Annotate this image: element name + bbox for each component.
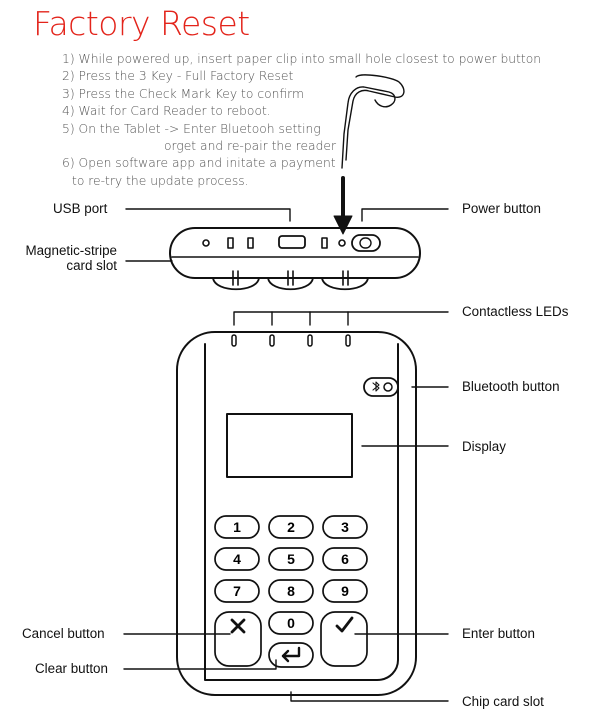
contactless-leds-label: Contactless LEDs [462,304,569,319]
key-1 [214,515,260,539]
key-8 [268,579,314,603]
key-4 [214,547,260,571]
contactless-led [231,334,237,347]
return-arrow-icon [281,646,301,663]
page-title: Factory Reset [33,4,250,43]
key-5 [268,547,314,571]
device-top-view [169,227,421,291]
key-label: 5 [287,551,295,567]
contactless-led [307,334,313,347]
key-label: 8 [287,583,295,599]
instruction-step: 2) Press the 3 Key - Full Factory Reset [62,69,294,84]
instruction-list: 1) While powered up, insert paper clip i… [62,51,541,190]
usb-port [278,235,306,249]
key-label: 9 [341,583,349,599]
bluetooth-button-label: Bluetooth button [462,379,560,394]
key-9 [322,579,368,603]
mag-stripe-label-line: card slot [66,258,117,273]
display-screen [226,413,353,478]
power-button-label: Power button [462,201,541,216]
enter-key [320,611,368,667]
key-label: 0 [287,615,295,631]
cancel-button-label: Cancel button [22,626,105,641]
keypad [214,515,368,668]
bluetooth-button [363,377,399,397]
device-front-view [176,331,417,696]
display-label: Display [462,439,506,454]
checkmark-icon [335,616,354,633]
instruction-step: orget and re-pair the reader [164,139,336,154]
instruction-step: 5) On the Tablet -> Enter Bluetooh setti… [62,121,321,136]
key-label: 3 [341,519,349,535]
key-label: 1 [233,519,241,535]
key-2 [268,515,314,539]
cancel-x-icon [230,618,246,634]
chip-card-slot-label: Chip card slot [462,694,544,709]
instruction-step: to re-try the update process. [72,173,249,188]
key-7 [214,579,260,603]
contactless-led [269,334,275,347]
key-label: 2 [287,519,295,535]
key-6 [322,547,368,571]
usb-port-label: USB port [53,201,108,216]
power-button [351,234,381,252]
paper-clip [341,74,405,169]
instruction-step: 4) Wait for Card Reader to reboot. [62,104,271,119]
reset-arrow [333,176,353,235]
clear-key [268,642,314,668]
contactless-led [345,334,351,347]
instruction-step: 3) Press the Check Mark Key to confirm [62,86,304,101]
leader-lines [123,208,449,702]
key-label: 6 [341,551,349,567]
cancel-key [214,611,262,667]
mag-stripe-label-line: Magnetic-stripe [25,243,117,258]
instruction-step: 1) While powered up, insert paper clip i… [62,52,542,66]
key-labels: 1 2 3 4 5 6 7 8 9 0 [233,519,349,631]
key-label: 7 [233,583,241,599]
bluetooth-icon [372,381,380,392]
key-0 [268,611,314,635]
clear-button-label: Clear button [35,661,108,676]
enter-button-label: Enter button [462,626,535,641]
mag-stripe-label: Magnetic-stripe card slot [10,243,117,273]
reset-hole [338,239,346,247]
key-3 [322,515,368,539]
instruction-step: 6) Open software app and initate a payme… [62,156,336,171]
key-label: 4 [233,551,241,567]
